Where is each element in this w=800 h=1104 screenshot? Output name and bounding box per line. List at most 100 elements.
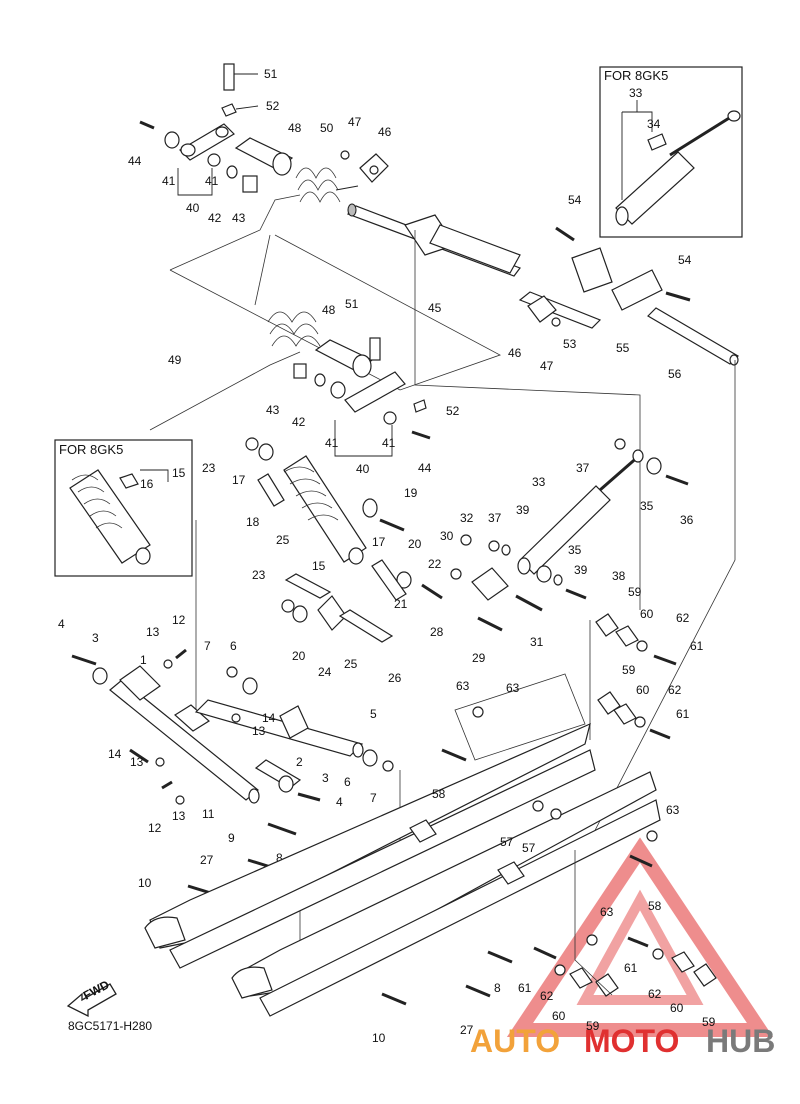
callout-13-c: 13	[130, 755, 144, 769]
front-shock-group: 23 17 18 15 19 17 25 20 22 23 21 20 24 2…	[195, 437, 443, 720]
callout-42-top: 42	[208, 211, 222, 225]
callout-35-a: 35	[640, 499, 654, 513]
callout-44-top: 44	[128, 154, 142, 168]
callout-62-a: 62	[676, 611, 690, 625]
callout-57-a: 57	[500, 835, 514, 849]
slide-rail-left	[231, 771, 661, 1017]
coil-shock-15	[283, 455, 367, 565]
callout-23-b: 23	[252, 568, 266, 582]
callout-12-b: 12	[148, 821, 162, 835]
callout-6-a: 6	[230, 639, 237, 653]
callout-24: 24	[318, 665, 332, 679]
callout-54-a: 54	[568, 193, 582, 207]
callout-36: 36	[680, 513, 694, 527]
callout-41-c: 41	[325, 436, 339, 450]
callout-20-b: 20	[292, 649, 306, 663]
callout-59-d: 59	[586, 1019, 600, 1033]
upper-rear-arm-group: 51 52 44 41 41 40 42 43 48 50 47	[128, 63, 739, 391]
callout-20-a: 20	[408, 537, 422, 551]
middle-spring-group: 49 48 51 43 42 41 41 40 52 44	[149, 230, 641, 610]
callout-15-inset: 15	[172, 466, 186, 480]
watermark-moto: MOTO	[584, 1023, 679, 1059]
callout-62-d: 62	[540, 989, 554, 1003]
fwd-arrow: FWD	[66, 977, 117, 1018]
callout-48-mid: 48	[322, 303, 336, 317]
callout-19: 19	[404, 486, 418, 500]
callout-60-b: 60	[636, 683, 650, 697]
callout-11: 11	[202, 807, 215, 821]
watermark-auto: AUTO	[470, 1023, 560, 1059]
link-arm-5	[194, 699, 364, 758]
callout-40-mid: 40	[356, 462, 370, 476]
callout-38: 38	[612, 569, 626, 583]
callout-59-c: 59	[702, 1015, 716, 1029]
inset-top-title: FOR 8GK5	[604, 68, 668, 83]
callout-49: 49	[168, 353, 182, 367]
callout-4-a: 4	[58, 617, 65, 631]
callout-8-a: 8	[276, 851, 283, 865]
callout-58-b: 58	[648, 899, 662, 913]
callout-46-b: 46	[508, 346, 522, 360]
callout-26: 26	[388, 671, 402, 685]
callout-59-b: 59	[622, 663, 636, 677]
callout-5: 5	[370, 707, 377, 721]
callout-60-c: 60	[670, 1001, 684, 1015]
callout-56: 56	[668, 367, 682, 381]
callout-4-b: 4	[336, 795, 343, 809]
callout-13-b: 13	[252, 724, 266, 738]
callout-9: 9	[228, 831, 235, 845]
callout-33: 33	[532, 475, 546, 489]
callout-43-mid: 43	[266, 403, 280, 417]
callout-39-b: 39	[574, 563, 588, 577]
callout-3-b: 3	[322, 771, 329, 785]
inset-shock-absorber	[615, 110, 741, 226]
callout-17-b: 17	[372, 535, 386, 549]
slide-rail-right	[144, 673, 596, 969]
callout-7-a: 7	[204, 639, 211, 653]
callout-61-d: 61	[518, 981, 532, 995]
callout-62-c: 62	[648, 987, 662, 1001]
callout-3-a: 3	[92, 631, 99, 645]
callout-39-a: 39	[516, 503, 530, 517]
callout-35-b: 35	[568, 543, 582, 557]
callout-41-b: 41	[205, 174, 219, 188]
callout-51-mid: 51	[345, 297, 359, 311]
callout-63-b: 63	[506, 681, 520, 695]
callout-10-b: 10	[372, 1031, 386, 1045]
callout-25-b: 25	[344, 657, 358, 671]
callout-14-a: 14	[262, 711, 276, 725]
rail-hardware: 63 63 58 57 57 63 58 63 61 62 60 59 61 6…	[372, 679, 717, 1045]
callout-47-top: 47	[348, 115, 362, 129]
callout-17-a: 17	[232, 473, 246, 487]
callout-7-b: 7	[370, 791, 377, 805]
callout-15: 15	[312, 559, 326, 573]
callout-16: 16	[140, 477, 154, 491]
callout-59-a: 59	[628, 585, 642, 599]
callout-47-b: 47	[540, 359, 554, 373]
callout-63-a: 63	[456, 679, 470, 693]
callout-31: 31	[530, 635, 544, 649]
drawing-code: 8GC5171-H280	[68, 1019, 152, 1033]
callout-51-top: 51	[264, 67, 278, 81]
callout-22: 22	[428, 557, 442, 571]
watermark-logo: AUTO MOTO HUB	[470, 837, 775, 1059]
callout-12-a: 12	[172, 613, 186, 627]
callout-60-a: 60	[640, 607, 654, 621]
callout-46-top: 46	[378, 125, 392, 139]
watermark-hub: HUB	[706, 1023, 775, 1059]
callout-30: 30	[440, 529, 454, 543]
callout-52-mid: 52	[446, 404, 460, 418]
callout-8-b: 8	[494, 981, 501, 995]
callout-61-b: 61	[676, 707, 690, 721]
callout-34: 34	[647, 117, 661, 131]
callout-14-b: 14	[108, 747, 122, 761]
callout-62-b: 62	[668, 683, 682, 697]
inset-coil-shock	[69, 469, 151, 565]
callout-41-a: 41	[162, 174, 176, 188]
callout-54-b: 54	[678, 253, 692, 267]
callout-13-d: 13	[172, 809, 186, 823]
callout-33-inset: 33	[629, 86, 643, 100]
callout-18: 18	[246, 515, 260, 529]
callout-32: 32	[460, 511, 474, 525]
